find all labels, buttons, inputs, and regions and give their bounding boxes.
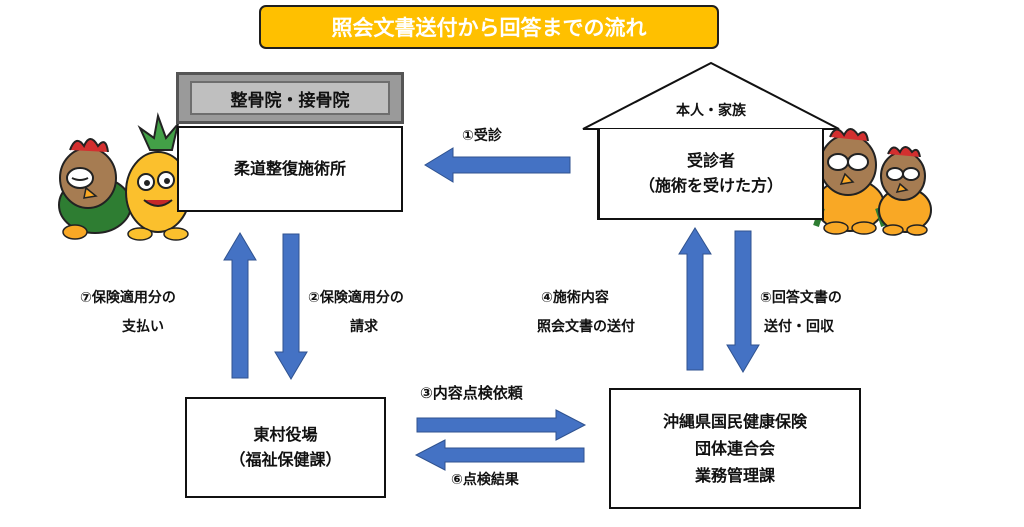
arrow-step2	[274, 233, 308, 380]
step4-label-line1: ④施術内容	[541, 290, 609, 306]
step7-label: ⑦保険適用分の 支払い	[80, 284, 176, 343]
step2-label-line1: ②保険適用分の	[308, 290, 404, 306]
union-node: 沖縄県国民健康保険 団体連合会 業務管理課	[609, 388, 861, 509]
mascot-left-group	[58, 112, 191, 241]
step7-label-line2: 支払い	[122, 319, 164, 336]
step4-label-line2: 照会文書の送付	[537, 319, 635, 336]
patient-label: 受診者	[686, 150, 735, 170]
patient-header: 本人・家族	[676, 103, 746, 119]
clinic-node: 柔道整復施術所	[177, 126, 403, 212]
step2-label: ②保険適用分の 請求	[308, 284, 404, 343]
step3-label: ③内容点検依頼	[420, 384, 523, 402]
step1-label: ①受診	[462, 128, 502, 144]
clinic-header: 整骨院・接骨院	[176, 72, 404, 124]
village-office-label: 東村役場	[253, 424, 318, 444]
union-label-line3: 業務管理課	[694, 466, 775, 486]
step5-label: ⑤回答文書の 送付・回収	[760, 284, 842, 343]
village-office-sublabel: （福祉保健課）	[229, 449, 342, 469]
step5-label-line1: ⑤回答文書の	[760, 290, 842, 306]
arrow-step5	[726, 230, 760, 373]
arrow-step1	[424, 147, 571, 183]
step5-label-line2: 送付・回収	[764, 319, 834, 336]
step2-label-line2: 請求	[350, 319, 378, 336]
diagram-title: 照会文書送付から回答までの流れ	[259, 5, 719, 49]
step4-label: ④施術内容 照会文書の送付	[537, 284, 635, 343]
step6-label: ⑥点検結果	[451, 472, 519, 488]
village-office-node: 東村役場 （福祉保健課）	[185, 397, 386, 498]
mascot-chicken-right-large	[813, 128, 887, 235]
mascot-chicken-right-small	[878, 146, 932, 236]
clinic-header-label: 整骨院・接骨院	[190, 81, 390, 115]
patient-node: 受診者 （施術を受けた方）	[598, 129, 824, 220]
union-label-line2: 団体連合会	[694, 438, 775, 458]
patient-sublabel: （施術を受けた方）	[638, 175, 783, 195]
union-label-line1: 沖縄県国民健康保険	[662, 411, 807, 431]
arrow-step6	[414, 439, 585, 471]
clinic-label: 柔道整復施術所	[233, 158, 346, 178]
diagram-title-text: 照会文書送付から回答までの流れ	[331, 16, 647, 40]
step7-label-line1: ⑦保険適用分の	[80, 290, 176, 306]
arrow-step4	[678, 227, 712, 371]
mascot-right-group	[813, 128, 932, 236]
arrow-step7	[223, 232, 257, 379]
mascot-chicken-left	[58, 138, 132, 240]
arrow-step3	[416, 409, 587, 441]
